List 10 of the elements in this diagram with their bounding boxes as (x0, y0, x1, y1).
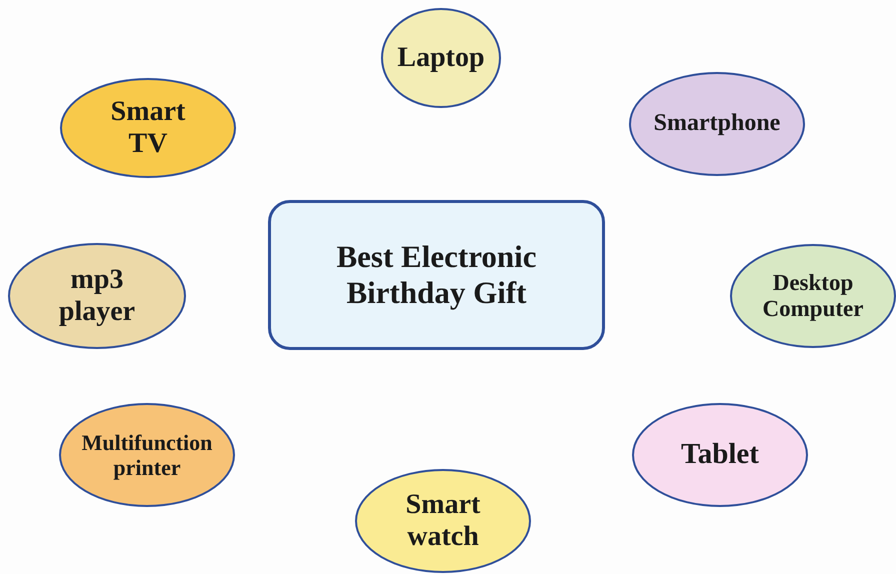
node-label: Best Electronic Birthday Gift (335, 239, 538, 311)
node-label: Smart TV (110, 96, 186, 160)
node-label: Smart watch (404, 488, 482, 554)
node-label: mp3 player (58, 264, 136, 328)
node-label: Smartphone (654, 110, 780, 138)
node-label: Multifunction printer (80, 430, 214, 480)
central-box (268, 200, 605, 350)
node-label: Laptop (397, 42, 485, 74)
node-label: Tablet (681, 438, 759, 472)
node-label: Desktop Computer (762, 270, 864, 322)
